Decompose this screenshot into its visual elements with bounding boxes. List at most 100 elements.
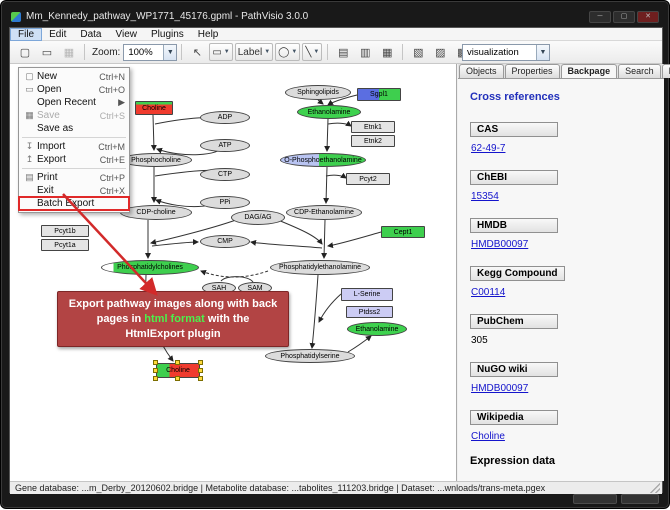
- open-file-button[interactable]: ▭: [37, 43, 57, 61]
- file-menu-item-save-as[interactable]: Save as: [19, 122, 129, 135]
- pathway-node-pcyt2[interactable]: Pcyt2: [346, 173, 390, 185]
- pathway-node-ptdss2[interactable]: Ptdss2: [346, 306, 393, 318]
- backpage-section-header: CAS: [470, 122, 558, 137]
- menu-view[interactable]: View: [108, 28, 144, 41]
- new-file-icon: ▢: [22, 71, 37, 82]
- menu-edit[interactable]: Edit: [42, 28, 73, 41]
- backpage-link[interactable]: HMDB00097: [471, 239, 654, 250]
- select-pointer-button[interactable]: ↖: [187, 43, 207, 61]
- pathway-node-phosphocholine[interactable]: Phosphocholine: [120, 153, 192, 167]
- zoom-select[interactable]: 100% ▼: [123, 44, 177, 61]
- resize-grip[interactable]: [650, 483, 660, 493]
- backpage-title: Cross references: [470, 91, 654, 103]
- pathway-node-etnk2[interactable]: Etnk2: [351, 135, 395, 147]
- datanode-dropdown[interactable]: ▭▼: [209, 43, 232, 61]
- chevron-down-icon[interactable]: ▼: [163, 45, 176, 60]
- backpage-link[interactable]: C00114: [471, 287, 654, 298]
- toolbar-separator: [84, 44, 85, 60]
- backpage-link[interactable]: Choline: [471, 431, 654, 442]
- pathway-node-cept1[interactable]: Cept1: [381, 226, 425, 238]
- line-dropdown[interactable]: ╲▼: [302, 43, 322, 61]
- send-to-back-button[interactable]: ▨: [430, 43, 450, 61]
- chevron-down-icon[interactable]: ▼: [536, 45, 549, 60]
- pathway-node-phosphatidylserine[interactable]: Phosphatidylserine: [265, 349, 355, 363]
- visualization-select[interactable]: visualization ▼: [462, 44, 550, 61]
- minimize-button[interactable]: ─: [589, 11, 611, 23]
- save-file-button[interactable]: ▦: [59, 43, 79, 61]
- pathway-node-cmp[interactable]: CMP: [200, 235, 250, 248]
- tab-properties[interactable]: Properties: [505, 64, 560, 78]
- label-tool-button[interactable]: Label▼: [235, 43, 273, 61]
- pathway-node-adp[interactable]: ADP: [200, 111, 250, 124]
- selection-handle[interactable]: [175, 360, 180, 365]
- selection-handle[interactable]: [153, 368, 158, 373]
- menu-help[interactable]: Help: [191, 28, 226, 41]
- pathway-node-choline[interactable]: Choline: [135, 101, 173, 115]
- selection-handle[interactable]: [153, 360, 158, 365]
- menu-plugins[interactable]: Plugins: [144, 28, 191, 41]
- selection-handle[interactable]: [153, 376, 158, 381]
- selection-handle[interactable]: [198, 368, 203, 373]
- title-bar[interactable]: Mm_Kennedy_pathway_WP1771_45176.gpml - P…: [11, 8, 659, 25]
- shape-dropdown[interactable]: ◯▼: [275, 43, 300, 61]
- backpage-section-header: PubChem: [470, 314, 558, 329]
- pathway-node-pcyt1a[interactable]: Pcyt1a: [41, 239, 89, 251]
- pathway-node-cdp-ethanolamine[interactable]: CDP-Ethanolamine: [286, 205, 362, 220]
- pathway-node-atp[interactable]: ATP: [200, 139, 250, 152]
- backpage-link[interactable]: HMDB00097: [471, 383, 654, 394]
- pathway-node-etnk1[interactable]: Etnk1: [351, 121, 395, 133]
- selection-handle[interactable]: [198, 376, 203, 381]
- pathway-node-sphingolipids[interactable]: Sphingolipids: [285, 85, 351, 100]
- align-vertical-button[interactable]: ▥: [355, 43, 375, 61]
- backpage-section-header: Kegg Compound: [470, 266, 565, 281]
- file-menu-item-batch-export[interactable]: Batch Export: [19, 197, 129, 210]
- app-icon: [11, 12, 21, 22]
- menu-data[interactable]: Data: [73, 28, 108, 41]
- pathway-node-phosphatidylcholines[interactable]: Phosphatidylcholines: [101, 260, 199, 275]
- frame-button: [573, 494, 617, 504]
- backpage-value: 305: [471, 335, 654, 346]
- menu-item-label: Print: [37, 172, 94, 183]
- pathway-node-sgpl1[interactable]: Sgpl1: [357, 88, 401, 101]
- menu-item-label: Exit: [37, 185, 94, 196]
- tab-objects[interactable]: Objects: [459, 64, 504, 78]
- pathway-node-ctp[interactable]: CTP: [200, 168, 250, 181]
- tab-search[interactable]: Search: [618, 64, 661, 78]
- pathway-node-cdp-choline[interactable]: CDP-choline: [120, 205, 192, 220]
- pathway-node-o-phosphoethanolamine[interactable]: O-Phosphoethanolamine: [280, 153, 366, 167]
- maximize-button[interactable]: ▢: [613, 11, 635, 23]
- new-file-button[interactable]: ▢: [15, 43, 35, 61]
- close-button[interactable]: ✕: [637, 11, 659, 23]
- pathway-node-ethanolamine[interactable]: Ethanolamine: [297, 105, 361, 119]
- bring-to-front-button[interactable]: ▧: [408, 43, 428, 61]
- backpage-link[interactable]: 15354: [471, 191, 654, 202]
- zoom-value: 100%: [128, 47, 152, 58]
- open-folder-icon: ▭: [22, 84, 37, 95]
- pathway-node-choline[interactable]: Choline: [156, 363, 200, 378]
- backpage-link[interactable]: 62-49-7: [471, 143, 654, 154]
- align-horizontal-button[interactable]: ▤: [333, 43, 353, 61]
- pathway-node-dag-ag[interactable]: DAG/AG: [231, 210, 285, 225]
- tab-legend[interactable]: Legend: [662, 64, 670, 78]
- tab-backpage[interactable]: Backpage: [561, 64, 618, 78]
- pathway-node-phosphatidylethanolamine[interactable]: Phosphatidylethanolamine: [270, 260, 370, 275]
- pathway-node-pcyt1b[interactable]: Pcyt1b: [41, 225, 89, 237]
- pathway-node-ethanolamine[interactable]: Ethanolamine: [347, 322, 407, 336]
- distribute-button[interactable]: ▦: [377, 43, 397, 61]
- file-menu-item-open-recent[interactable]: Open Recent▶: [19, 96, 129, 109]
- import-icon: ↧: [22, 141, 37, 152]
- pathway-node-ppi[interactable]: PPi: [200, 196, 250, 209]
- menu-file[interactable]: File: [10, 28, 42, 41]
- selection-handle[interactable]: [198, 360, 203, 365]
- pathway-node-l-serine[interactable]: L-Serine: [341, 288, 393, 301]
- selection-handle[interactable]: [175, 376, 180, 381]
